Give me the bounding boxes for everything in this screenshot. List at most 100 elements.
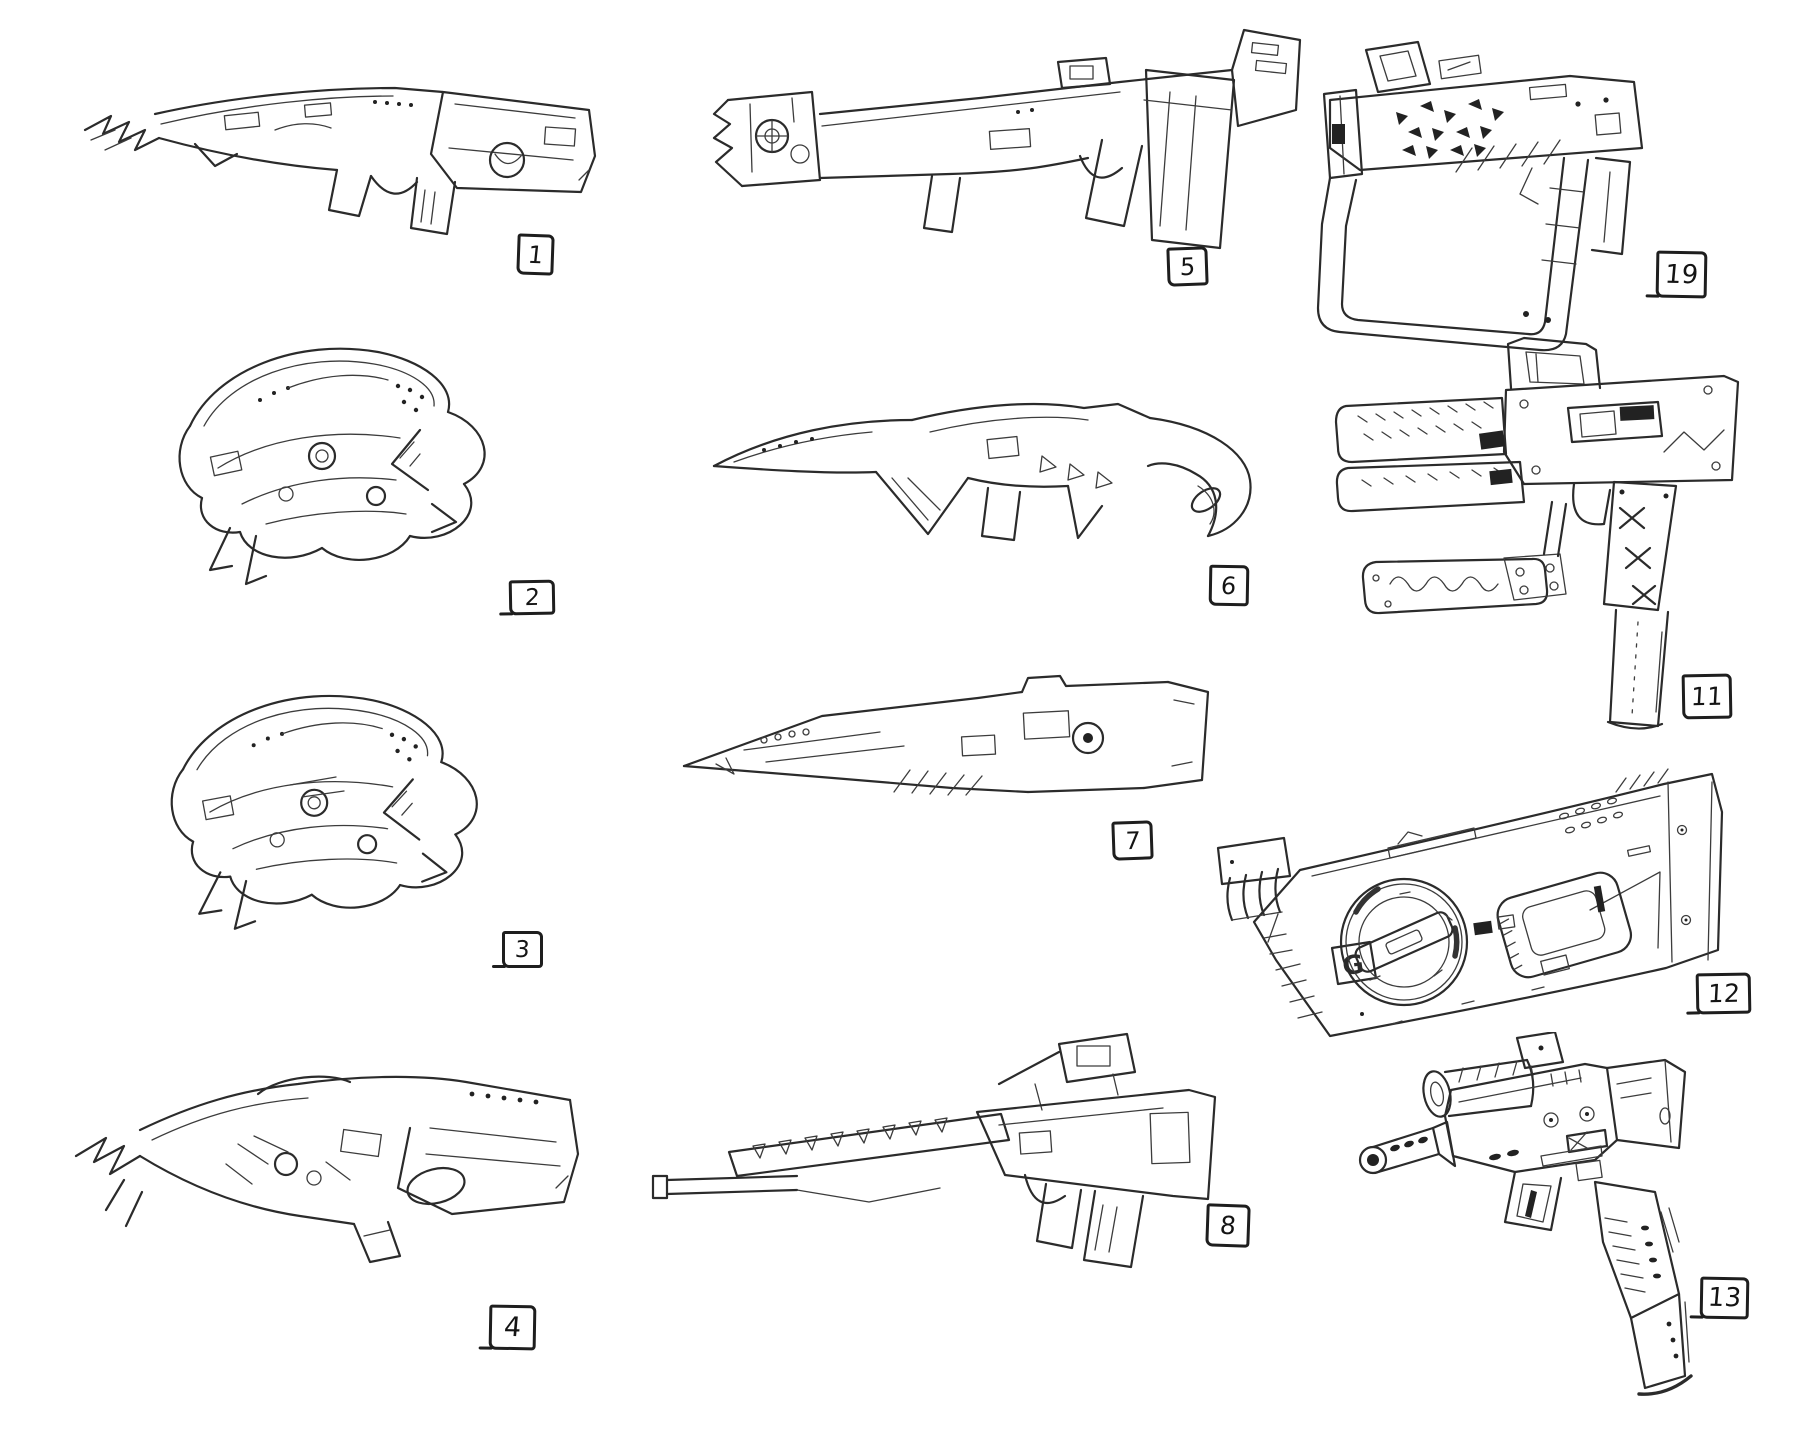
trigger-area [1503, 1159, 1603, 1232]
receiver [796, 1088, 1217, 1203]
nose [712, 418, 914, 474]
sketch-number: 7 [1124, 826, 1141, 855]
sketch-number-tag-11: 11 [1681, 673, 1733, 720]
grip-with-x-marks [1572, 480, 1678, 612]
reflex-sight [1364, 40, 1482, 94]
sketch-figure-11 [1328, 332, 1743, 737]
g-marking: G [1341, 950, 1366, 983]
grip-and-trigger [1078, 138, 1144, 228]
nose [682, 690, 1030, 794]
grip [352, 1220, 402, 1264]
sketch-number: 2 [523, 584, 540, 611]
sketch-figure-3 [140, 665, 505, 955]
sketch-figure-4 [58, 1020, 603, 1320]
shrouded-smg-drawing [1334, 336, 1740, 730]
heavy-rifle-drawing [74, 1075, 580, 1264]
rear-block [1142, 680, 1210, 790]
ribbed-foregrip [1361, 500, 1568, 615]
magazine [1629, 1292, 1693, 1396]
gear-muzzle-block [712, 90, 822, 188]
grip-and-magazine [327, 168, 457, 236]
railed-smg-drawing [651, 1032, 1217, 1269]
grip [1593, 1180, 1681, 1320]
sketch-number-tag-12: 12 [1695, 972, 1752, 1015]
sketch-figure-13 [1355, 1032, 1710, 1412]
receiver [1502, 374, 1740, 486]
sketch-number: 8 [1218, 1210, 1238, 1241]
muzzle-spikes-icon [74, 1136, 144, 1228]
sketch-figure-6 [698, 358, 1273, 583]
muzzle-spikes-icon [83, 114, 161, 152]
fin [874, 470, 970, 536]
sketch-number-tag-4: 4 [488, 1304, 537, 1351]
loop-grip [1316, 156, 1590, 352]
trigger-spike [1066, 484, 1104, 540]
body [138, 1075, 572, 1226]
receiver [1443, 1062, 1619, 1174]
sleek-rifle-drawing [682, 674, 1210, 796]
iron-sight-bridge [1506, 336, 1602, 390]
alien-gun-drawing [178, 347, 486, 586]
compact-smg-drawing [1358, 1032, 1693, 1396]
carbine-drawing [712, 28, 1302, 250]
grip-and-magazine [1023, 1173, 1145, 1269]
body [910, 402, 1152, 489]
stock [429, 90, 597, 194]
sketch-number-tag-6: 6 [1208, 564, 1250, 607]
magazine [1590, 156, 1632, 256]
upper-cylinder [1422, 1058, 1535, 1118]
ribbed-snout [1216, 836, 1323, 1019]
sketch-number: 13 [1706, 1282, 1743, 1314]
rail-and-body [818, 68, 1234, 180]
vented-rail [727, 1112, 1011, 1178]
foregrip [922, 174, 962, 234]
barrel [651, 1174, 799, 1200]
sketch-number: 1 [526, 240, 545, 269]
magazine [980, 486, 1022, 542]
sketch-number-tag-13: 13 [1699, 1276, 1750, 1320]
sketch-figure-1 [75, 30, 605, 260]
sketch-number: 11 [1690, 681, 1724, 712]
drum-mechanism [1339, 877, 1469, 1007]
magazine [1143, 68, 1236, 250]
sketch-number: 5 [1179, 252, 1196, 281]
sketch-number-tag-3: 3 [492, 931, 543, 968]
sketch-number: 19 [1663, 259, 1700, 290]
sketch-number-tag-1: 1 [516, 233, 555, 276]
sketch-figure-2 [148, 318, 513, 608]
g-marking-box: G [1330, 940, 1378, 986]
top-rail-and-vents [1387, 797, 1652, 936]
grip-cutout-ring [1496, 871, 1633, 979]
sketch-figure-7 [668, 630, 1223, 850]
curved-grip [1146, 416, 1252, 538]
sketch-figure-12: G [1212, 752, 1752, 1052]
sketch-number-tag-8: 8 [1205, 1203, 1251, 1248]
magazine [1606, 608, 1670, 730]
receiver [153, 86, 445, 172]
sketch-number: 3 [514, 936, 531, 963]
loop-grip-pistol-drawing [1316, 40, 1644, 352]
upper-barrel-shroud [1334, 396, 1508, 464]
lower-barrel-shroud [1335, 430, 1526, 513]
sketch-number-tag-2: 2 [508, 579, 556, 616]
muzzle-brake [1358, 1120, 1457, 1175]
body [1322, 74, 1644, 180]
alien-gun-repeat-drawing [167, 690, 481, 937]
sketch-number-tag-5: 5 [1166, 246, 1209, 287]
organic-pistol-drawing [712, 402, 1252, 542]
sketch-figure-8 [645, 1000, 1223, 1290]
sketch-number-tag-7: 7 [1111, 820, 1154, 861]
sketch-number-tag-19: 19 [1655, 250, 1708, 299]
body [1252, 768, 1724, 1038]
sketch-figure-5 [700, 22, 1305, 288]
sketch-number: 4 [502, 1311, 523, 1344]
sketch-number: 6 [1220, 571, 1238, 600]
sketch-figure-19 [1300, 28, 1645, 358]
drum-blaster-drawing: G [1216, 768, 1724, 1038]
sketch-number: 12 [1706, 978, 1741, 1009]
rear-stock [1230, 28, 1302, 128]
stock [396, 1098, 580, 1216]
body [893, 674, 1170, 796]
sight [1056, 56, 1112, 90]
